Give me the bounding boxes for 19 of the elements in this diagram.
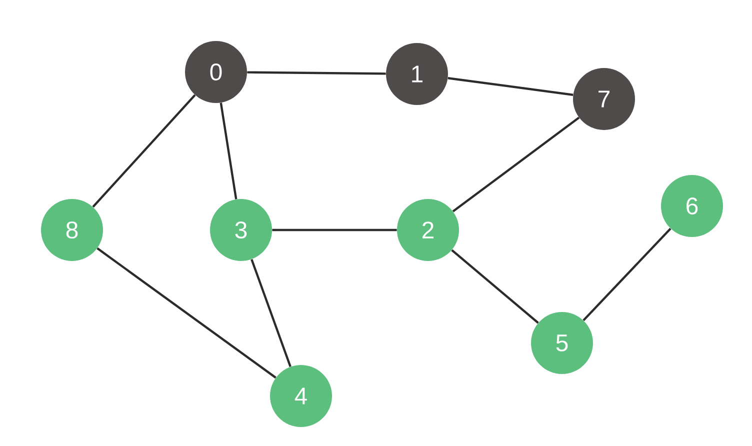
graph-node: 8	[41, 199, 103, 261]
edge-line	[451, 249, 539, 324]
edge-line	[92, 94, 196, 208]
graph-node: 0	[185, 41, 247, 103]
edge-line	[250, 258, 292, 368]
edge-line	[96, 247, 276, 379]
edge-line	[448, 77, 574, 96]
graph-node: 6	[661, 175, 723, 237]
graph-node: 7	[573, 68, 635, 130]
edge-line	[220, 102, 238, 200]
edge-line	[452, 116, 580, 212]
graph-node: 1	[386, 43, 448, 105]
edge-line	[272, 228, 397, 232]
graph-node: 3	[210, 199, 272, 261]
graph-node: 4	[270, 364, 332, 427]
edge-line	[582, 228, 672, 322]
graph-node: 5	[531, 312, 593, 374]
graph-node: 2	[397, 199, 459, 261]
edge-line	[247, 71, 386, 75]
